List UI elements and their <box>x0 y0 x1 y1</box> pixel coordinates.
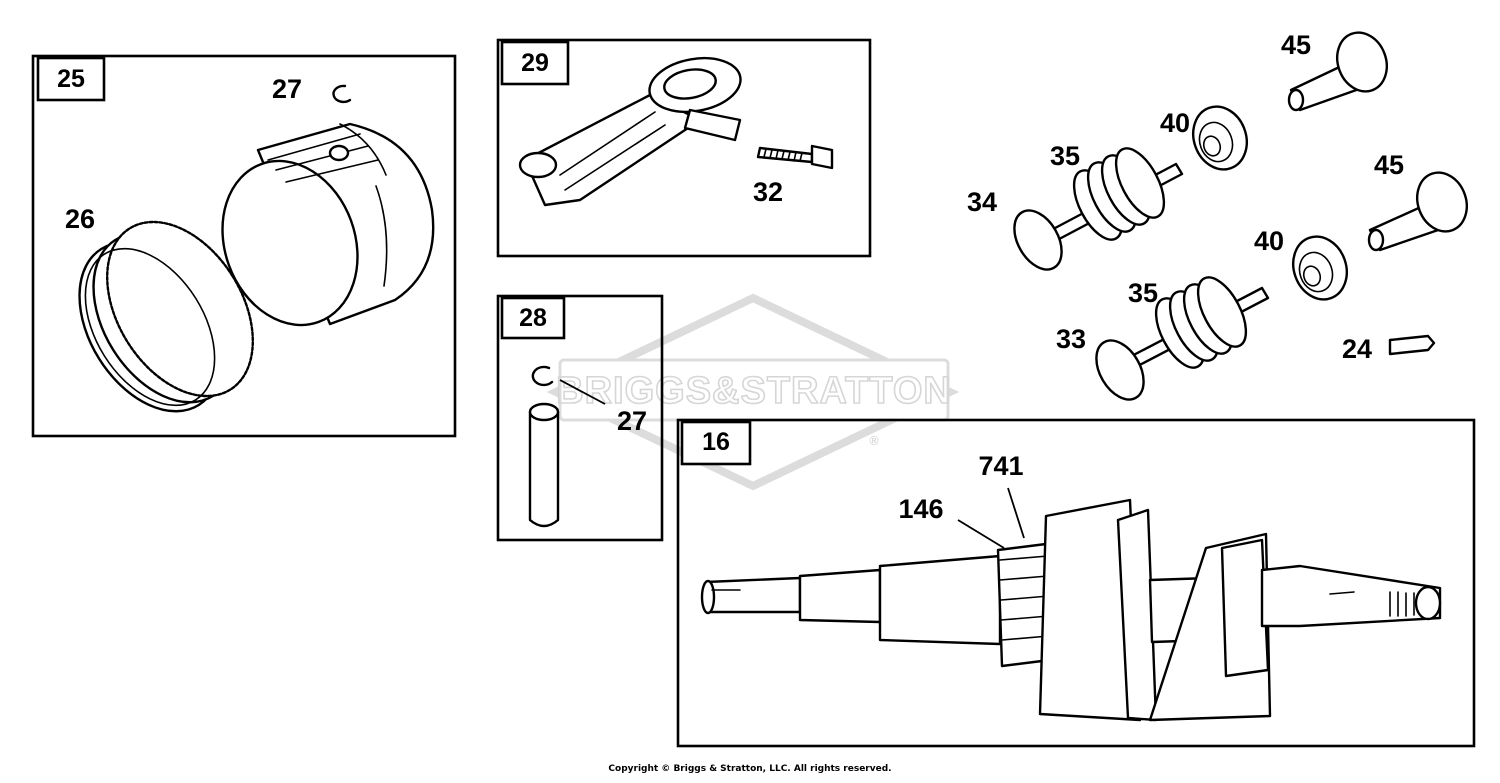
callout-40-top: 40 <box>1160 108 1190 138</box>
callout-33: 33 <box>1056 324 1086 354</box>
brand-watermark: BRIGGS&STRATTON ® <box>546 293 960 491</box>
box-piston-assembly: 25 27 26 <box>31 54 457 438</box>
piston-rings <box>78 220 254 413</box>
tappet-top <box>1287 31 1388 112</box>
box-number-28: 28 <box>519 304 547 332</box>
callout-35-top: 35 <box>1050 141 1080 171</box>
watermark-text: BRIGGS&STRATTON <box>556 370 952 412</box>
box-crankshaft: 16 146 741 <box>676 418 1476 748</box>
crankshaft <box>700 498 1442 722</box>
box-number-16: 16 <box>702 428 730 456</box>
tappet-bottom <box>1367 171 1468 252</box>
valve-spring-top <box>1072 147 1166 241</box>
callout-34: 34 <box>967 187 997 217</box>
box-connecting-rod: 29 32 <box>496 38 872 258</box>
pin-lock-icon <box>531 365 554 387</box>
piston-pin <box>528 402 560 528</box>
piston-pin-lock-icon <box>332 84 352 104</box>
retainer-top <box>1192 105 1248 171</box>
box-number-29: 29 <box>521 49 549 77</box>
callout-40-bottom: 40 <box>1254 226 1284 256</box>
key-icon <box>1388 334 1436 356</box>
callout-26: 26 <box>65 204 95 234</box>
box-number-25: 25 <box>57 65 85 93</box>
callout-35-bottom: 35 <box>1128 278 1158 308</box>
valve-train: 45 40 35 34 45 40 35 33 24 <box>967 30 1468 401</box>
callout-741: 741 <box>978 451 1023 481</box>
connecting-rod <box>518 56 742 207</box>
valve-spring-bottom <box>1154 276 1248 369</box>
retainer-bottom <box>1292 235 1348 301</box>
rod-bolt <box>756 144 834 170</box>
copyright-notice: Copyright © Briggs & Stratton, LLC. All … <box>608 764 892 774</box>
callout-32: 32 <box>753 177 783 207</box>
callout-27-piston: 27 <box>272 74 302 104</box>
callout-45-top: 45 <box>1281 30 1311 60</box>
watermark-registered: ® <box>868 434 880 448</box>
callout-27-pin: 27 <box>617 406 647 436</box>
callout-45-bottom: 45 <box>1374 150 1404 180</box>
box-piston-pin: 28 27 <box>496 294 664 542</box>
callout-24: 24 <box>1342 334 1372 364</box>
callout-146: 146 <box>898 494 943 524</box>
piston <box>221 122 435 327</box>
